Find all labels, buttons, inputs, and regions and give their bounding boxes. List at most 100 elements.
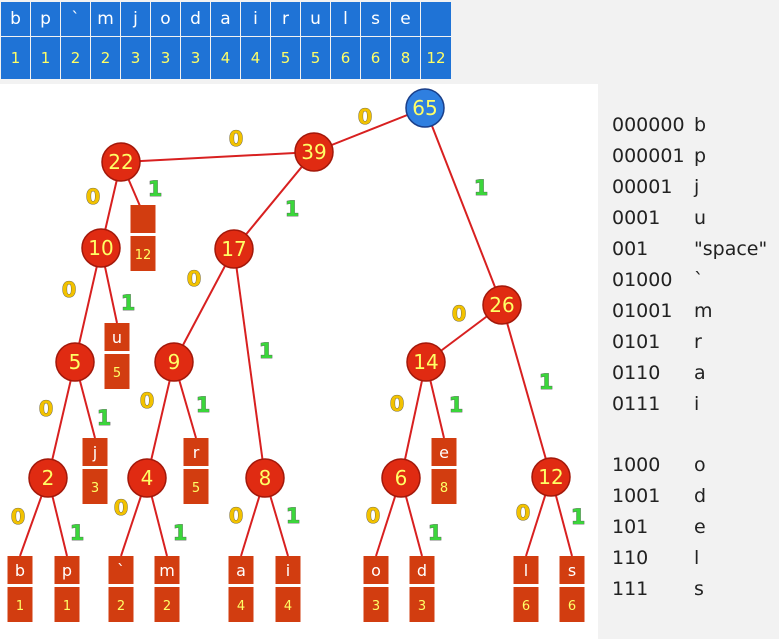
leaf-backtick: `2 xyxy=(108,556,134,622)
leaf-symbol-box xyxy=(7,556,33,584)
table-count-cell: 12 xyxy=(421,37,451,79)
leaf-symbol: u xyxy=(112,328,122,347)
bit-label-1: 1 xyxy=(173,521,188,545)
leaf-count-box xyxy=(363,587,389,622)
leaf-count-box xyxy=(431,469,457,504)
bit-label-0: 0 xyxy=(140,389,155,413)
leaf-count-box xyxy=(108,587,134,622)
table-symbol-cell: l xyxy=(331,2,360,36)
code-symbol: o xyxy=(694,454,706,476)
leaf-r: r5 xyxy=(183,438,209,504)
bit-label-0: 0 xyxy=(229,127,244,151)
leaf-s: s6 xyxy=(559,556,585,622)
leaf-i: i4 xyxy=(275,556,301,622)
leaf-count: 5 xyxy=(113,366,121,381)
leaf-symbol-box xyxy=(363,556,389,584)
bit-label-1: 1 xyxy=(428,521,443,545)
code-bits: 001 xyxy=(612,238,649,260)
leaf-symbol: m xyxy=(159,561,175,580)
bit-label-1: 1 xyxy=(539,370,554,394)
bit-label-1: 1 xyxy=(121,291,136,315)
code-symbol: b xyxy=(694,114,707,136)
node-value: 65 xyxy=(412,96,437,120)
node-value: 9 xyxy=(168,350,181,374)
code-bits: 0111 xyxy=(612,393,661,415)
leaf-count: 2 xyxy=(117,599,125,614)
node-4: 4 xyxy=(127,458,167,498)
code-symbol: ` xyxy=(694,269,704,291)
node-value: 6 xyxy=(395,466,408,490)
leaf-count: 3 xyxy=(372,599,380,614)
leaf-count-box xyxy=(82,469,108,504)
tree-edge xyxy=(501,304,552,478)
leaf-symbol-box xyxy=(130,205,156,233)
node-value: 2 xyxy=(42,466,55,490)
leaf-count: 6 xyxy=(568,599,576,614)
bit-label-1: 1 xyxy=(196,393,211,417)
leaf-l: l6 xyxy=(513,556,539,622)
node-value: 12 xyxy=(538,465,563,489)
node-circle xyxy=(214,229,254,269)
bit-label-1: 1 xyxy=(285,197,300,221)
node-22: 22 xyxy=(101,142,141,182)
table-symbol-cell: e xyxy=(391,2,420,36)
leaf-space: 12 xyxy=(130,205,156,271)
node-circle xyxy=(294,132,334,172)
code-symbol: m xyxy=(694,300,713,322)
bit-label-0: 0 xyxy=(114,496,129,520)
table-symbol-cell: d xyxy=(181,2,210,36)
table-symbol-cell: u xyxy=(301,2,330,36)
node-value: 39 xyxy=(301,140,326,164)
table-symbol-cell: ` xyxy=(61,2,90,36)
node-value: 5 xyxy=(69,350,82,374)
code-symbol: j xyxy=(694,176,700,198)
leaf-symbol-box xyxy=(275,556,301,584)
leaf-symbol-box xyxy=(54,556,80,584)
leaf-u: u5 xyxy=(104,323,130,389)
leaf-count: 6 xyxy=(522,599,530,614)
leaf-symbol: i xyxy=(286,561,290,580)
node-circle xyxy=(531,457,571,497)
node-value: 4 xyxy=(141,466,154,490)
bit-label-1: 1 xyxy=(571,505,586,529)
node-65: 65 xyxy=(405,88,445,128)
leaf-count: 1 xyxy=(16,599,24,614)
code-bits: 01000 xyxy=(612,269,673,291)
leaf-symbol-box xyxy=(559,556,585,584)
leaf-symbol-box xyxy=(108,556,134,584)
code-symbol: i xyxy=(694,393,700,415)
table-symbol-cell: m xyxy=(91,2,120,36)
code-symbol: p xyxy=(694,145,707,167)
leaf-symbol-box xyxy=(183,438,209,466)
code-bits: 01001 xyxy=(612,300,673,322)
node-17: 17 xyxy=(214,229,254,269)
leaf-count: 4 xyxy=(237,599,245,614)
tree-edge xyxy=(424,107,503,306)
table-symbol-cell: b xyxy=(1,2,30,36)
leaf-a: a4 xyxy=(228,556,254,622)
node-circle xyxy=(482,285,522,325)
leaf-symbol: b xyxy=(15,561,25,580)
table-symbol-cell: i xyxy=(241,2,270,36)
node-circle xyxy=(381,458,421,498)
code-symbol: l xyxy=(694,547,700,569)
bit-label-1: 1 xyxy=(97,406,112,430)
node-12: 12 xyxy=(531,457,571,497)
leaf-count: 3 xyxy=(91,481,99,496)
leaf-o: o3 xyxy=(363,556,389,622)
leaf-symbol: p xyxy=(62,561,72,580)
node-value: 26 xyxy=(489,293,514,317)
node-39: 39 xyxy=(294,132,334,172)
tree-edge xyxy=(313,107,426,153)
bit-label-0: 0 xyxy=(62,278,77,302)
node-5: 5 xyxy=(55,342,95,382)
code-symbol: e xyxy=(694,516,706,538)
table-symbol-cell: a xyxy=(211,2,240,36)
node-circle xyxy=(154,342,194,382)
table-count-cell: 4 xyxy=(211,37,240,79)
bit-label-0: 0 xyxy=(366,504,381,528)
leaf-symbol: o xyxy=(371,561,381,580)
